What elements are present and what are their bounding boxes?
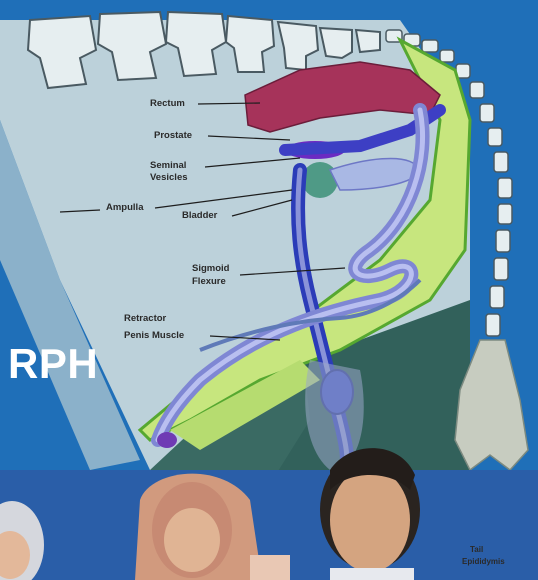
label-bladder: Bladder xyxy=(182,210,217,221)
label-sigmoid-flexure-2: Flexure xyxy=(192,276,226,287)
label-epididymis-1: Tail xyxy=(470,544,483,555)
label-ampulla: Ampulla xyxy=(106,202,143,213)
label-rectum: Rectum xyxy=(150,98,185,109)
label-retractor-2: Penis Muscle xyxy=(124,330,184,341)
seminal-vesicle-shape xyxy=(302,162,338,198)
label-sigmoid-flexure-1: Sigmoid xyxy=(192,263,229,274)
brand-text: RPH xyxy=(8,340,98,388)
label-seminal-vesicles-2: Vesicles xyxy=(150,172,188,183)
label-prostate: Prostate xyxy=(154,130,192,141)
label-seminal-vesicles-1: Seminal xyxy=(150,160,186,171)
glans-shape xyxy=(157,432,177,448)
label-epididymis-2: Epididymis xyxy=(462,556,505,567)
label-retractor-1: Retractor xyxy=(124,313,166,324)
